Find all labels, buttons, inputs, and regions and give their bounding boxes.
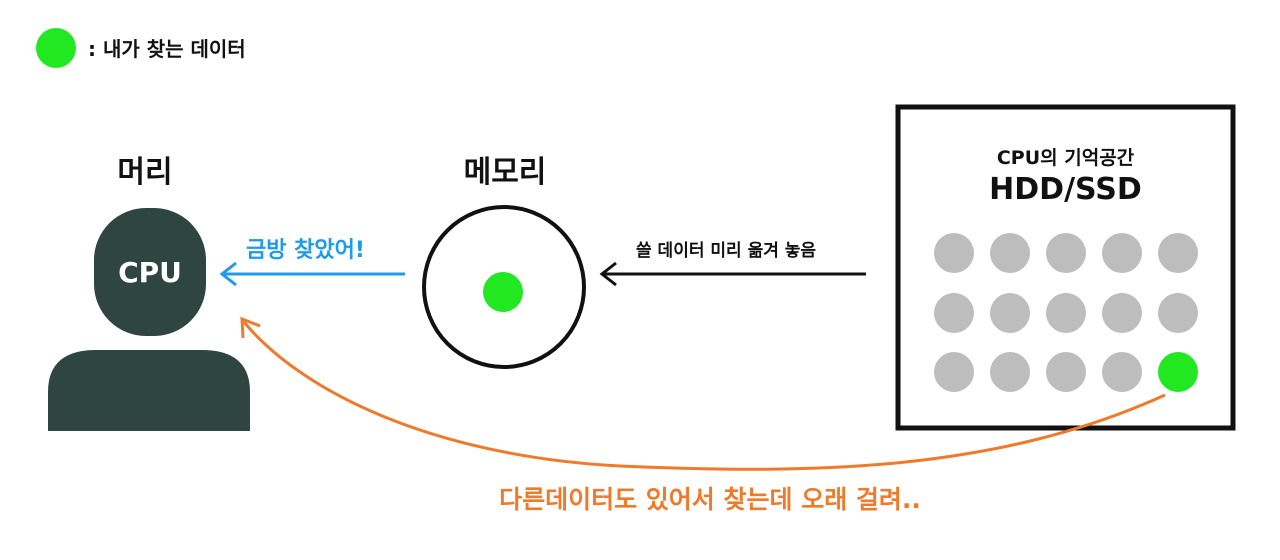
- memory-title: 메모리: [463, 155, 547, 190]
- legend-label: : 내가 찾는 데이터: [88, 37, 246, 61]
- storage-cell: [1158, 233, 1198, 273]
- storage-cell: [1046, 233, 1086, 273]
- storage-cell: [1102, 352, 1142, 392]
- storage-to-cpu-arrow: [242, 321, 1166, 471]
- cpu-label: CPU: [118, 256, 182, 289]
- memory-to-cpu-label: 금방 찾았어!: [246, 238, 365, 263]
- storage-cell: [1046, 352, 1086, 392]
- memory-to-cpu-arrowhead: [219, 261, 237, 287]
- storage-cell: [990, 293, 1030, 333]
- storage-cell: [1102, 233, 1142, 273]
- storage-to-memory-arrowhead: [599, 261, 617, 287]
- person-body: [48, 350, 250, 431]
- storage-data-dot: [1158, 352, 1198, 392]
- storage-to-cpu-arrowhead: [240, 316, 261, 339]
- storage-cell: [990, 352, 1030, 392]
- storage-to-cpu-label: 다른데이터도 있어서 찾는데 오래 걸려..: [499, 485, 921, 514]
- storage-cell: [934, 233, 974, 273]
- storage-cell: [1158, 293, 1198, 333]
- storage-cell: [1046, 293, 1086, 333]
- head-title: 머리: [117, 155, 173, 190]
- storage-cell: [934, 293, 974, 333]
- storage-cell: [1102, 293, 1142, 333]
- storage-subtitle: CPU의 기억공간: [996, 147, 1135, 169]
- storage-cell: [990, 233, 1030, 273]
- storage-to-memory-label: 쓸 데이터 미리 옮겨 놓음: [636, 241, 817, 261]
- legend-dot: [36, 28, 76, 68]
- storage-title: HDD/SSD: [989, 172, 1142, 207]
- memory-data-dot: [483, 272, 523, 312]
- storage-cells: [934, 233, 1198, 392]
- person-head: [94, 208, 206, 336]
- storage-cell: [934, 352, 974, 392]
